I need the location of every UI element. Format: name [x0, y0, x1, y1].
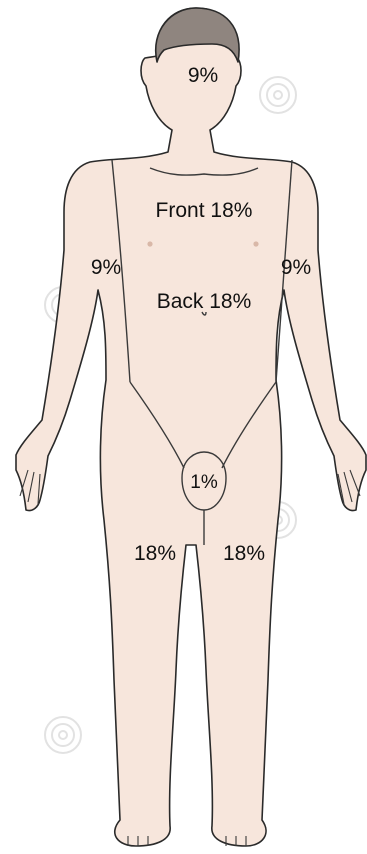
head-label: 9% — [188, 64, 218, 87]
head — [16, 8, 366, 846]
right-leg-label: 18% — [223, 542, 265, 565]
right-nipple — [253, 241, 258, 246]
right-arm-label: 9% — [281, 256, 311, 279]
perineum-label: 1% — [190, 472, 218, 493]
left-leg-label: 18% — [134, 542, 176, 565]
trunk-back-label: Back 18% — [157, 290, 252, 313]
left-nipple — [147, 241, 152, 246]
trunk-front-label: Front 18% — [156, 199, 253, 222]
body-silhouette — [16, 8, 366, 846]
left-arm-label: 9% — [91, 256, 121, 279]
